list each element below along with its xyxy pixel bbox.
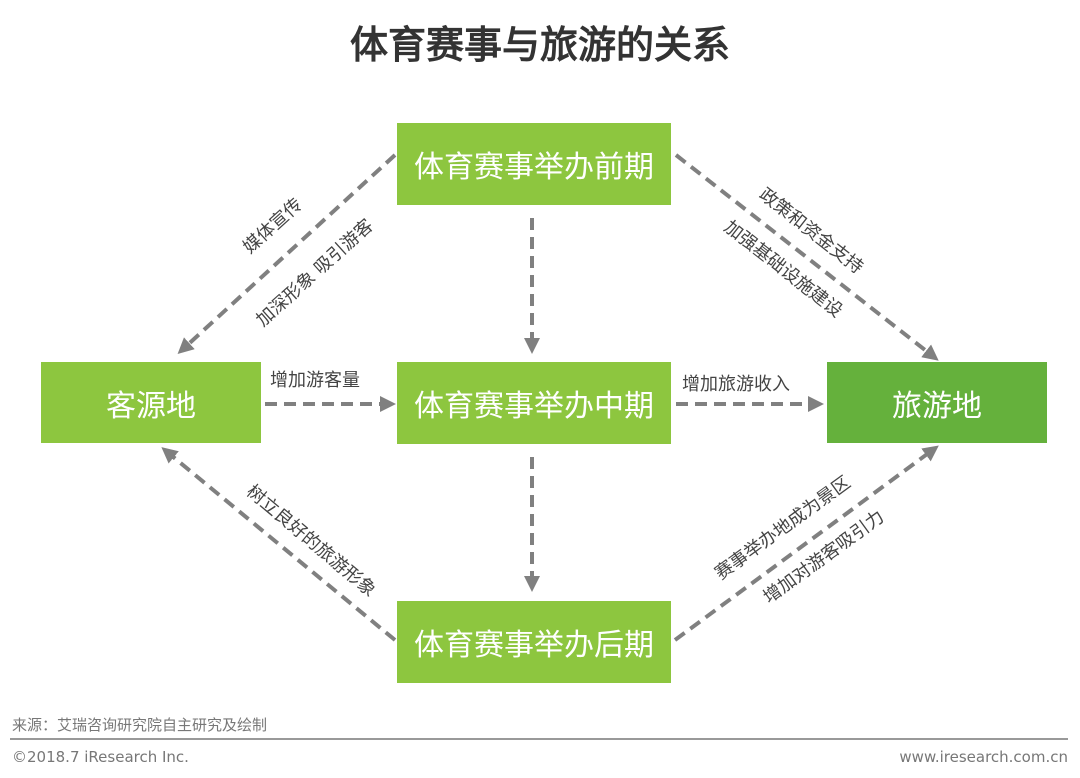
label-source-mid: 增加游客量 — [270, 370, 360, 391]
website: www.iresearch.com.cn — [899, 748, 1068, 766]
arrow-pre-to-destination — [674, 153, 939, 361]
footer-divider — [10, 738, 1068, 740]
arrow-post-to-destination — [673, 445, 939, 642]
arrow-pre-to-source — [177, 153, 397, 355]
arrow-post-to-source — [161, 447, 397, 642]
source-note: 来源：艾瑞咨询研究院自主研究及绘制 — [12, 716, 268, 734]
node-pre-event: 体育赛事举办前期 — [397, 123, 671, 205]
node-tourist-source: 客源地 — [41, 362, 261, 443]
diagram-title: 体育赛事与旅游的关系 — [349, 23, 730, 67]
node-destination: 旅游地 — [827, 362, 1047, 443]
node-post-event: 体育赛事举办后期 — [397, 601, 671, 683]
copyright: ©2018.7 iResearch Inc. — [12, 748, 189, 766]
label-mid-destination: 增加旅游收入 — [682, 374, 790, 395]
node-mid-event: 体育赛事举办中期 — [397, 362, 671, 444]
